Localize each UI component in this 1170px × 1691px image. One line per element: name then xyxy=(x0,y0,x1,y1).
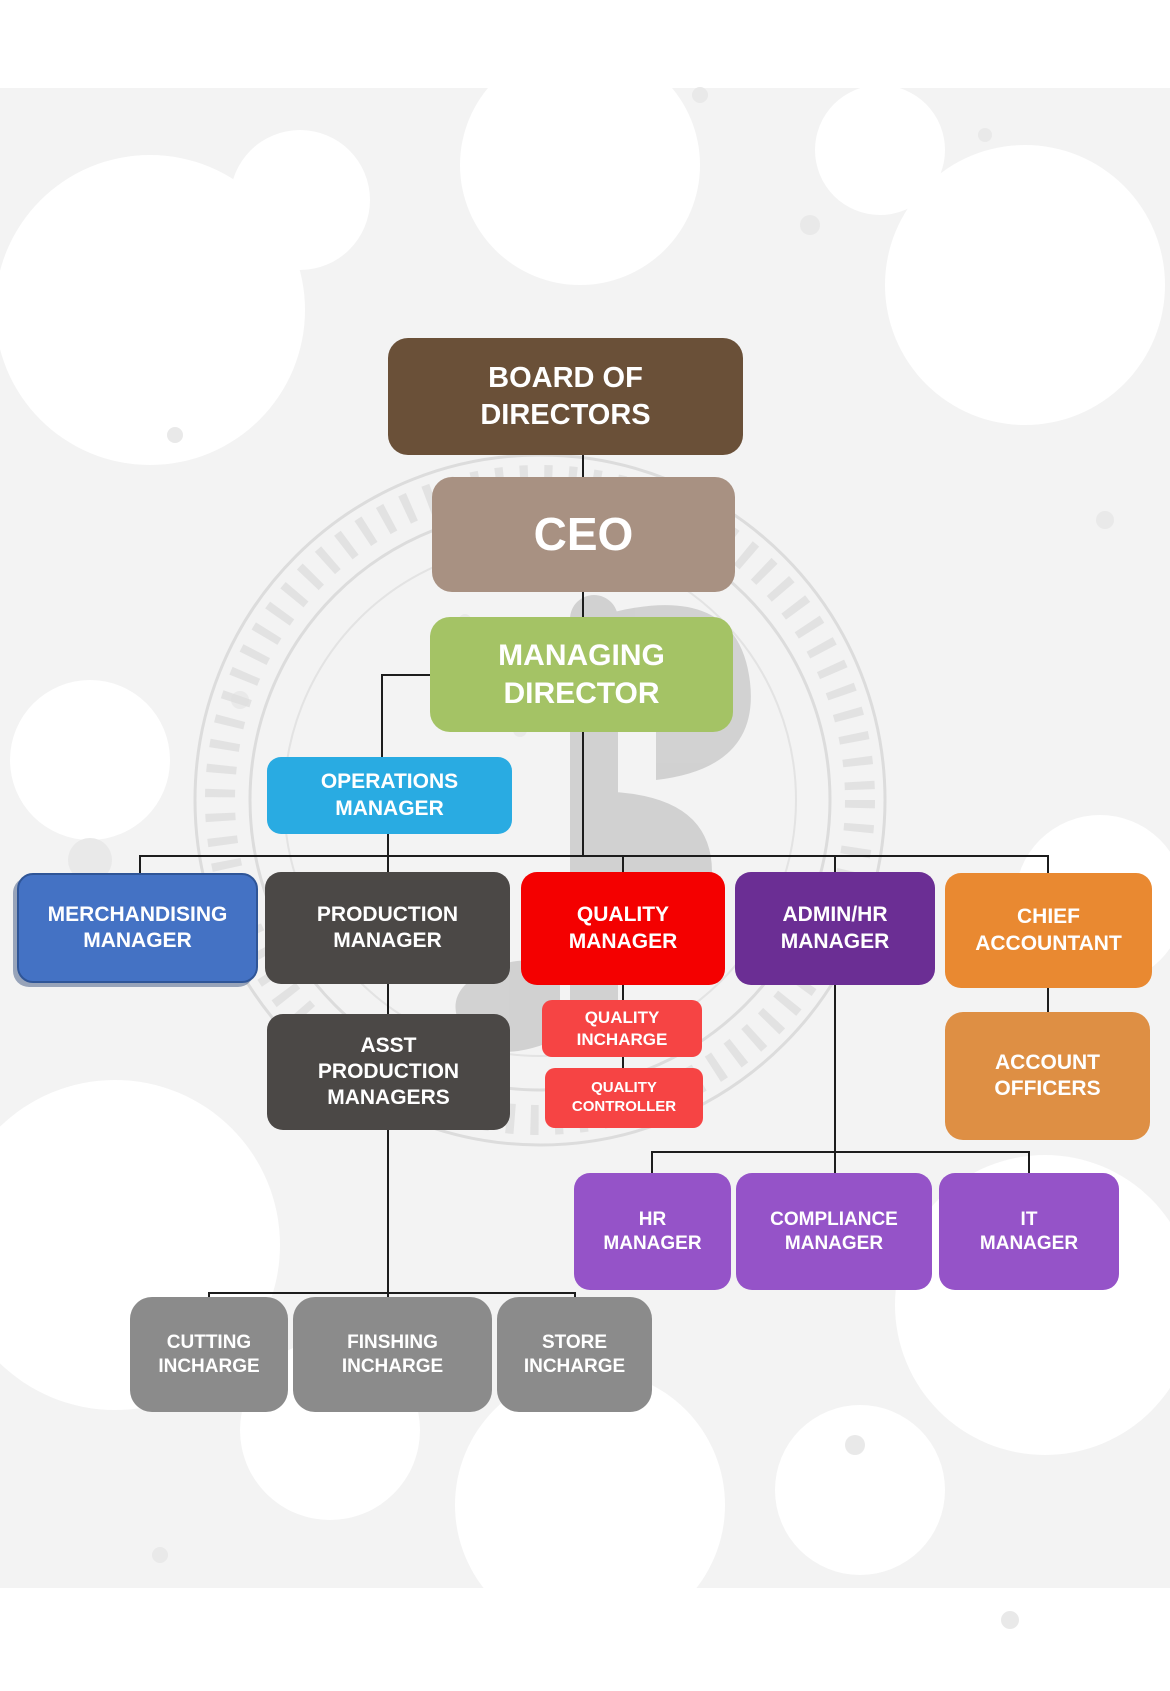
connector-qual-qinch xyxy=(622,985,624,1001)
org-node-production-manager: PRODUCTION MANAGER xyxy=(265,872,510,984)
connector-admin-down xyxy=(834,985,836,1153)
connector-stub-prod xyxy=(387,855,389,874)
connector-board-ceo xyxy=(582,455,584,477)
connector-ceo-md xyxy=(582,592,584,617)
org-node-board-of-directors: BOARD OF DIRECTORS xyxy=(388,338,743,455)
org-node-ceo: CEO xyxy=(432,477,735,592)
org-node-quality-manager: QUALITY MANAGER xyxy=(521,872,725,985)
org-node-merchandising-manager: MERCHANDISING MANAGER xyxy=(17,873,258,983)
org-node-chief-accountant: CHIEF ACCOUNTANT xyxy=(945,873,1152,988)
org-node-asst-production-managers: ASST PRODUCTION MANAGERS xyxy=(267,1014,510,1130)
org-node-quality-controller: QUALITY CONTROLLER xyxy=(545,1068,703,1128)
connector-purple-horizontal xyxy=(651,1151,1030,1153)
org-node-admin-hr-manager: ADMIN/HR MANAGER xyxy=(735,872,935,985)
connector-asst-down xyxy=(387,1130,389,1297)
connector-stub-store xyxy=(574,1292,576,1298)
org-node-quality-incharge: QUALITY INCHARGE xyxy=(542,1000,702,1057)
connector-md-hub xyxy=(582,732,584,857)
connector-stub-chief xyxy=(1047,855,1049,874)
org-node-it-manager: IT MANAGER xyxy=(939,1173,1119,1290)
connector-stub-hr xyxy=(651,1151,653,1174)
connector-ops-hub xyxy=(387,834,389,857)
org-node-account-officers: ACCOUNT OFFICERS xyxy=(945,1012,1150,1140)
org-node-compliance-manager: COMPLIANCE MANAGER xyxy=(736,1173,932,1290)
org-node-cutting-incharge: CUTTING INCHARGE xyxy=(130,1297,288,1412)
org-node-finshing-incharge: FINSHING INCHARGE xyxy=(293,1297,492,1412)
connector-chief-acct xyxy=(1047,988,1049,1013)
org-node-store-incharge: STORE INCHARGE xyxy=(497,1297,652,1412)
connector-stub-merch xyxy=(139,855,141,874)
org-node-hr-manager: HR MANAGER xyxy=(574,1173,731,1290)
connector-stub-cutting xyxy=(208,1292,210,1298)
org-node-operations-manager: OPERATIONS MANAGER xyxy=(267,757,512,834)
connector-stub-admin xyxy=(834,855,836,874)
connector-md-ops-h xyxy=(381,674,431,676)
connector-stub-it xyxy=(1028,1151,1030,1174)
connector-md-ops-v xyxy=(381,674,383,759)
connector-stub-compliance xyxy=(834,1151,836,1174)
connector-prod-asst xyxy=(387,983,389,1015)
org-node-managing-director: MANAGING DIRECTOR xyxy=(430,617,733,732)
connector-qinch-qctrl xyxy=(622,1057,624,1069)
connector-stub-qual xyxy=(622,855,624,874)
connector-bottom-horizontal xyxy=(208,1292,576,1294)
connector-hub-horizontal xyxy=(139,855,1049,857)
